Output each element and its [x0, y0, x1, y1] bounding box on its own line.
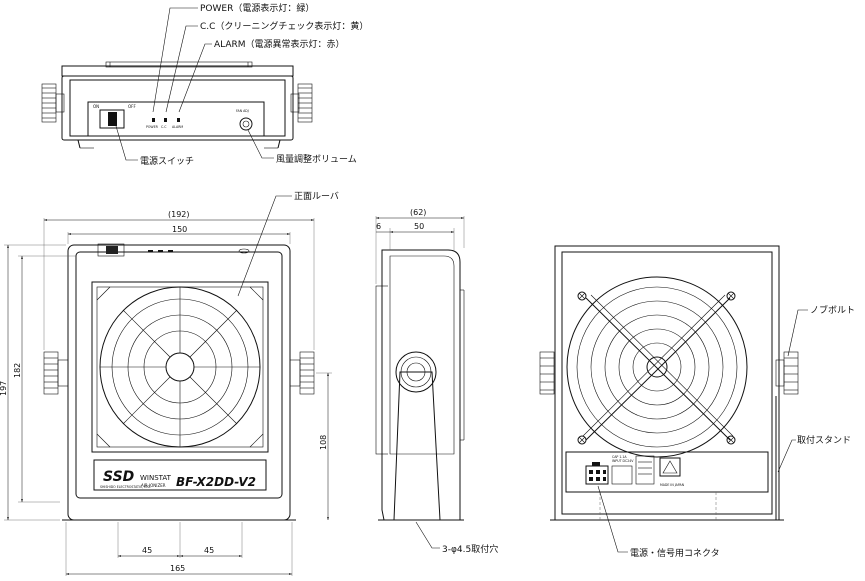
dim-stand-height: 108: [319, 435, 328, 450]
dim-depth-overall: (62): [410, 208, 426, 217]
callout-power: POWER（電源表示灯：緑）: [200, 2, 314, 14]
rear-screw-tl: [577, 291, 587, 301]
rear-callouts: ノブボルト 取付スタンド 電源・信号用コネクタ: [597, 304, 855, 559]
dim-overall-height: 197: [0, 381, 8, 396]
product-line: WINSTAT: [140, 474, 172, 482]
rear-screw-bl: [577, 435, 587, 445]
dim-hole-pitch-left: 45: [142, 546, 152, 555]
dim-body-height: 182: [13, 363, 22, 378]
side-view: [375, 249, 465, 521]
product-subtitle: AIR IONIZER: [141, 483, 166, 488]
right-knob-top: [290, 83, 313, 123]
side-dimensions: (62) 50 6: [375, 208, 465, 284]
power-led: [152, 118, 155, 122]
top-view: ON OFF POWER C.C ALARM FAN ADJ: [41, 61, 313, 149]
power-switch[interactable]: [99, 109, 125, 129]
front-view: SSD SHISHIDO ELECTROSTATIC, LTD. WINSTAT…: [43, 243, 315, 521]
power-switch-rocker[interactable]: [108, 112, 117, 126]
fan-volume-knob[interactable]: [239, 117, 253, 131]
rear-view: INPUT DC24V CAP 1.1A MADE IN JAPAN: [539, 245, 799, 521]
rear-screw-br: [726, 435, 736, 445]
product-label: [93, 459, 267, 491]
switch-off-label: OFF: [128, 104, 136, 109]
maker-name: SHISHIDO ELECTROSTATIC, LTD.: [100, 485, 151, 489]
model-name: BF-X2DD-V2: [176, 475, 256, 489]
left-knob-top: [41, 83, 65, 123]
louver-leader: [237, 195, 292, 297]
callout-fan-volume: 風量調整ボリューム: [276, 153, 357, 165]
callout-power-switch: 電源スイッチ: [140, 156, 194, 167]
led-power-label: POWER: [146, 125, 159, 129]
callout-connector: 電源・信号用コネクタ: [630, 547, 720, 559]
side-knob: [395, 351, 437, 393]
dim-hole-pitch-right: 45: [204, 546, 214, 555]
front-dimensions: (192) 150 197 182 108 45 45 165: [0, 210, 332, 576]
callout-knob-bolt: ノブボルト: [810, 304, 855, 316]
rear-input-rating: INPUT DC24V: [612, 459, 634, 463]
rear-made-in: MADE IN JAPAN: [660, 483, 685, 487]
led-cc-label: C.C: [161, 125, 167, 129]
dim-depth-front: 6: [376, 222, 381, 231]
callout-alarm: ALARM（電源異常表示灯：赤）: [214, 38, 345, 50]
fan-adj-label: FAN ADJ: [236, 109, 249, 113]
switch-on-label: ON: [93, 104, 99, 109]
dim-overall-width: (192): [168, 210, 190, 219]
warning-sticker: [659, 457, 681, 477]
cc-led: [164, 118, 167, 122]
power-signal-connector: [585, 465, 609, 485]
top-callouts: POWER（電源表示灯：緑） C.C（クリーニングチェック表示灯：黄） ALAR…: [115, 2, 368, 167]
rear-label-panel: [565, 451, 769, 493]
dim-body-width: 150: [172, 225, 187, 234]
dim-base-width: 165: [170, 564, 185, 573]
led-alarm-label: ALARM: [172, 125, 183, 129]
rear-screw-tr: [726, 291, 736, 301]
callout-stand: 取付スタンド: [797, 435, 851, 446]
dim-depth-body: 50: [414, 222, 424, 231]
callout-front-louver: 正面ルーバ: [294, 191, 339, 202]
rear-current-rating: CAP 1.1A: [612, 455, 627, 459]
callout-cc: C.C（クリーニングチェック表示灯：黄）: [200, 20, 368, 32]
mount-hole-leader: [415, 521, 440, 549]
control-panel: [87, 101, 265, 137]
brand-logo: SSD: [103, 469, 134, 485]
callout-mount-holes: 3-φ4.5取付穴: [442, 543, 498, 555]
alarm-led: [177, 118, 180, 122]
